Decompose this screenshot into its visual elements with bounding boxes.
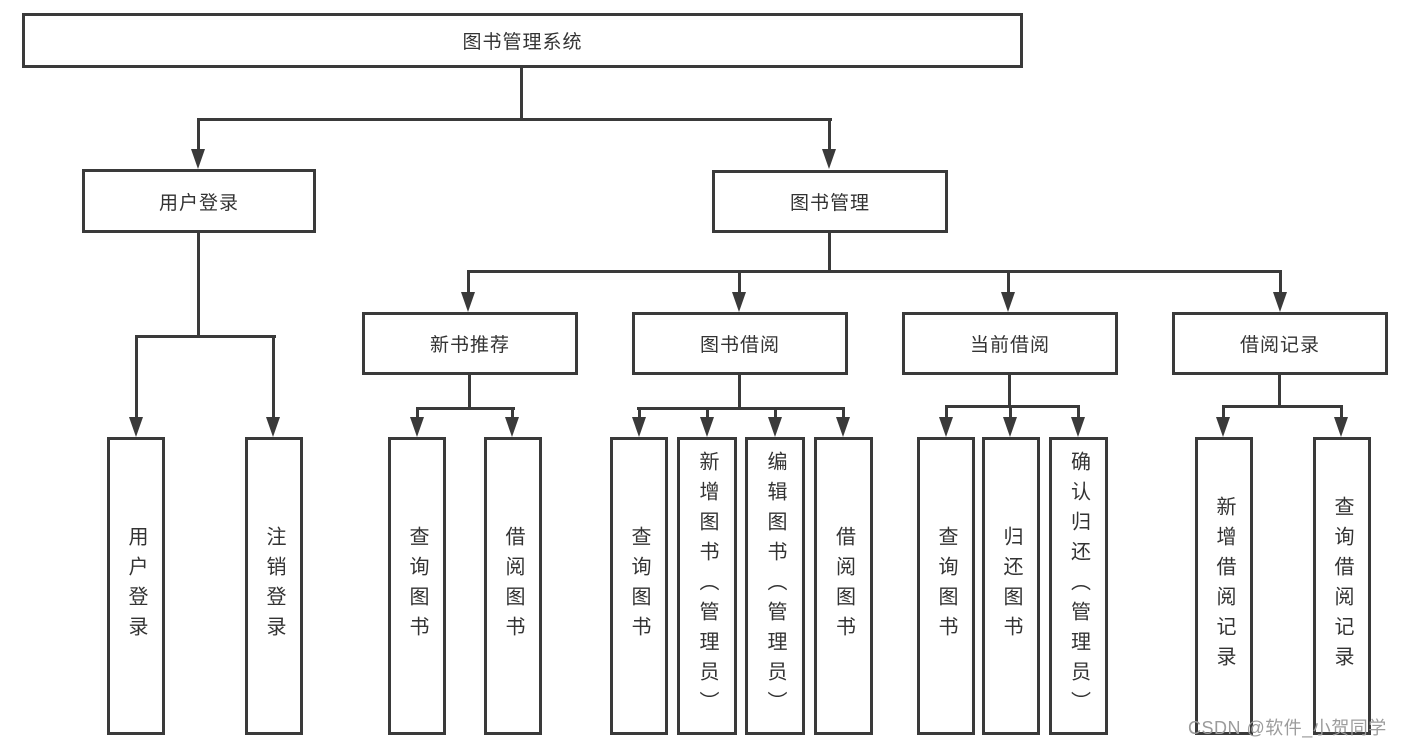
leaf-add-borrow-record: 新增借阅记录 (1195, 437, 1253, 735)
leaf-user-login: 用户登录 (107, 437, 165, 735)
arrow-down-icon (266, 417, 280, 437)
arrow-down-icon (1003, 417, 1017, 437)
leaf-return-book: 归还图书 (982, 437, 1040, 735)
leaf-label: 新增借阅记录 (1213, 496, 1235, 676)
arrow-down-icon (1216, 417, 1230, 437)
leaf-query-borrow-record: 查询借阅记录 (1313, 437, 1371, 735)
connector-line (520, 68, 523, 120)
arrow-down-icon (1001, 292, 1015, 312)
arrow-down-icon (700, 417, 714, 437)
leaf-label: 注销登录 (263, 526, 285, 646)
node-label: 新书推荐 (429, 335, 510, 356)
connector-line (467, 270, 1282, 273)
leaf-add-book-admin: 新增图书（管理员） (677, 437, 737, 735)
arrow-down-icon (1273, 292, 1287, 312)
leaf-label: 用户登录 (125, 526, 147, 646)
leaf-label: 查询图书 (935, 526, 957, 646)
leaf-label: 新增图书（管理员） (696, 451, 718, 721)
arrow-down-icon (836, 417, 850, 437)
arrow-down-icon (191, 149, 205, 169)
connector-line (416, 407, 419, 419)
arrow-down-icon (632, 417, 646, 437)
leaf-label: 归还图书 (1000, 526, 1022, 646)
node-label: 图书借阅 (699, 335, 780, 356)
node-book-management: 图书管理 (712, 170, 948, 233)
leaf-edit-book-admin: 编辑图书（管理员） (745, 437, 805, 735)
connector-line (1077, 405, 1080, 419)
arrow-down-icon (1071, 417, 1085, 437)
node-user-login: 用户登录 (82, 169, 316, 233)
leaf-label: 查询借阅记录 (1331, 496, 1353, 676)
connector-line (1009, 405, 1012, 419)
connector-line (416, 407, 515, 410)
leaf-confirm-return-admin: 确认归还（管理员） (1049, 437, 1108, 735)
leaf-label: 查询图书 (406, 526, 428, 646)
connector-line (842, 407, 845, 419)
leaf-borrow-books-recommend: 借阅图书 (484, 437, 542, 735)
connector-line (1007, 270, 1010, 292)
arrow-down-icon (768, 417, 782, 437)
connector-line (1278, 375, 1281, 407)
arrow-down-icon (1334, 417, 1348, 437)
arrow-down-icon (505, 417, 519, 437)
connector-line (945, 405, 948, 419)
connector-line (135, 335, 138, 417)
connector-line (774, 407, 777, 419)
connector-line (828, 233, 831, 272)
leaf-label: 借阅图书 (832, 526, 855, 646)
connector-line (197, 233, 200, 337)
watermark: CSDN @软件_小贺同学 (1188, 718, 1387, 738)
leaf-label: 编辑图书（管理员） (764, 451, 786, 721)
leaf-query-books-current: 查询图书 (917, 437, 975, 735)
connector-line (135, 335, 276, 338)
connector-line (467, 270, 470, 292)
connector-line (738, 270, 741, 292)
node-label: 图书管理系统 (462, 32, 583, 53)
arrow-down-icon (732, 292, 746, 312)
connector-line (1008, 375, 1011, 407)
connector-line (1223, 405, 1342, 408)
node-label: 图书管理 (789, 193, 870, 214)
connector-line (197, 118, 200, 151)
arrow-down-icon (461, 292, 475, 312)
node-current-borrow: 当前借阅 (902, 312, 1118, 375)
connector-line (637, 407, 844, 410)
leaf-logout: 注销登录 (245, 437, 303, 735)
arrow-down-icon (939, 417, 953, 437)
leaf-query-books-borrow: 查询图书 (610, 437, 668, 735)
leaf-query-books-recommend: 查询图书 (388, 437, 446, 735)
connector-line (638, 407, 641, 419)
connector-line (468, 375, 471, 409)
leaf-label: 借阅图书 (502, 526, 524, 646)
connector-line (706, 407, 709, 419)
arrow-down-icon (410, 417, 424, 437)
connector-line (828, 118, 831, 151)
connector-line (1279, 270, 1282, 292)
connector-line (511, 407, 514, 419)
node-new-book-recommend: 新书推荐 (362, 312, 578, 375)
node-borrow-records: 借阅记录 (1172, 312, 1388, 375)
connector-line (1222, 405, 1225, 419)
node-label: 当前借阅 (969, 335, 1050, 356)
leaf-borrow-books: 借阅图书 (814, 437, 873, 735)
node-label: 借阅记录 (1239, 335, 1320, 356)
connector-line (738, 375, 741, 409)
connector-line (197, 118, 832, 121)
connector-line (1340, 405, 1343, 419)
connector-line (272, 335, 275, 417)
connector-line (945, 405, 1079, 408)
leaf-label: 确认归还（管理员） (1067, 451, 1090, 721)
arrow-down-icon (822, 149, 836, 169)
node-root: 图书管理系统 (22, 13, 1023, 68)
node-label: 用户登录 (158, 192, 239, 214)
leaf-label: 查询图书 (628, 526, 650, 646)
node-book-borrow: 图书借阅 (632, 312, 848, 375)
arrow-down-icon (129, 417, 143, 437)
